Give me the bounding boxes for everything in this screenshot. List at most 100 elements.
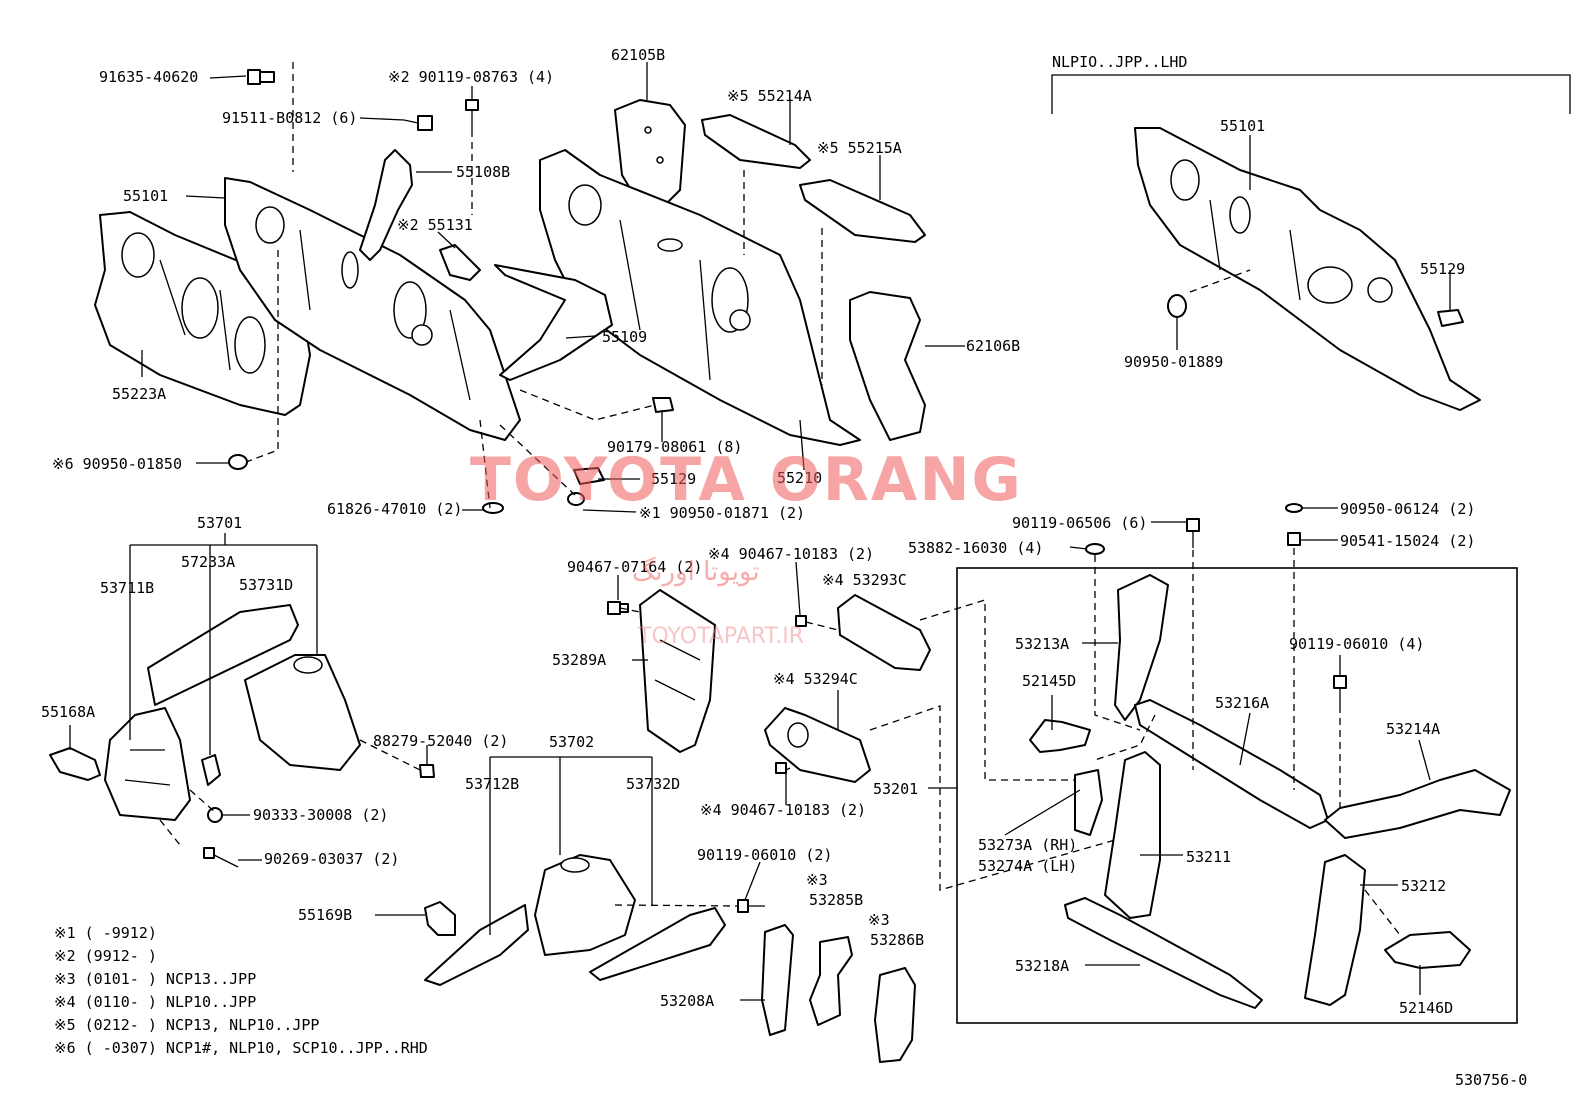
label-55214a: ※5 55214A [727, 87, 812, 105]
watermark-title: TOYOTA ORANG [470, 445, 1023, 515]
plug-55129-center-icon [573, 467, 605, 485]
label-53732d: 53732D [626, 775, 680, 793]
bolt-90467-10183-top-icon [795, 615, 807, 627]
label-53214a: 53214A [1386, 720, 1440, 738]
silencer-62106b [849, 291, 926, 441]
label-90179-08061: 90179-08061 (8) [607, 438, 742, 456]
support-lower-53218a [1064, 897, 1263, 1009]
screw-90269-icon [203, 847, 239, 868]
bracket-53293c [837, 594, 931, 671]
cover-55214a [701, 114, 811, 169]
plug-55129-right-icon [1437, 309, 1464, 327]
clip-90950-01871-icon [567, 492, 585, 506]
footnote-6: ※6 ( -0307) NCP1#, NLP10, SCP10..JPP..RH… [54, 1039, 428, 1057]
variant-bracket [1051, 74, 1571, 114]
leader-lines [69, 62, 1451, 1001]
label-91511-b0812: 91511-B0812 (6) [222, 109, 357, 127]
label-53208a: 53208A [660, 992, 714, 1010]
bolt-90467-10183-bottom-icon [775, 762, 787, 774]
label-90950-01850: ※6 90950-01850 [52, 455, 182, 473]
dash-insulator-55223a [94, 211, 311, 416]
nut-90541-icon [1287, 532, 1301, 546]
support-53211 [1104, 751, 1161, 919]
label-57233a: 57233A [181, 553, 235, 571]
diagram-id: 530756-0 [1455, 1071, 1527, 1089]
label-55223a: 55223A [112, 385, 166, 403]
support-upper-53216a [1134, 699, 1329, 829]
bracket-55168a [49, 747, 101, 781]
dash-panel-55210 [539, 149, 861, 446]
nut-88279-icon [419, 764, 435, 778]
screw-90119-08763-icon [465, 99, 479, 130]
screw-90119-06010-right-icon [1333, 675, 1347, 706]
clip-90950-01850-icon [228, 454, 248, 470]
bracket-55108b [359, 149, 413, 261]
bracket-57233a [201, 754, 221, 786]
label-90467-10183-top: ※4 90467-10183 (2) [708, 545, 874, 563]
support-53212 [1304, 854, 1366, 1006]
label-53882-16030: 53882-16030 (4) [908, 539, 1043, 557]
label-53701: 53701 [197, 514, 242, 532]
silencer-62105b [614, 99, 686, 206]
bracket-52146d [1384, 931, 1471, 969]
label-53711b: 53711B [100, 579, 154, 597]
label-53213a: 53213A [1015, 635, 1069, 653]
label-62105b: 62105B [611, 46, 665, 64]
dash-panel-55101-left [224, 177, 521, 441]
label-90269-03037: 90269-03037 (2) [264, 850, 399, 868]
label-90119-06010-center: 90119-06010 (2) [697, 846, 832, 864]
shroud-53289a [639, 589, 716, 753]
bracket-52145d [1029, 719, 1091, 753]
label-90541-15024: 90541-15024 (2) [1340, 532, 1475, 550]
label-90950-06124: 90950-06124 (2) [1340, 500, 1475, 518]
label-53218a: 53218A [1015, 957, 1069, 975]
label-53216a: 53216A [1215, 694, 1269, 712]
label-53201: 53201 [873, 780, 918, 798]
label-90119-06506: 90119-06506 (6) [1012, 514, 1147, 532]
label-55169b: 55169B [298, 906, 352, 924]
dash-panel-55101-right [1134, 127, 1481, 411]
variant-header: NLPIO..JPP..LHD [1052, 53, 1187, 71]
footnote-1: ※1 ( -9912) [54, 924, 157, 942]
apron-center-53701 [244, 654, 361, 771]
label-55109: 55109 [602, 328, 647, 346]
label-90119-06010-right: 90119-06010 (4) [1289, 635, 1424, 653]
label-55129-center: 55129 [651, 470, 696, 488]
watermark-persian: تویوتا اورنگ [632, 556, 760, 587]
label-53211: 53211 [1186, 848, 1231, 866]
label-55101-right: 55101 [1220, 117, 1265, 135]
apron-53732d [589, 907, 726, 981]
label-61826-47010: 61826-47010 (2) [327, 500, 462, 518]
label-90119-08763: ※2 90119-08763 (4) [388, 68, 554, 86]
bracket-53273a-53274a [1074, 769, 1103, 836]
clip-53882-icon [1085, 543, 1105, 555]
label-90467-07164: 90467-07164 (2) [567, 558, 702, 576]
plug-90333-icon [207, 807, 223, 823]
label-62106b: 62106B [966, 337, 1020, 355]
label-52146d: 52146D [1399, 999, 1453, 1017]
label-53293c: ※4 53293C [822, 571, 907, 589]
support-53213a [1114, 574, 1169, 721]
label-53274a: 53274A (LH) [978, 857, 1077, 875]
label-53289a: 53289A [552, 651, 606, 669]
bolt-90467-07164-icon [607, 601, 629, 615]
footnote-2: ※2 (9912- ) [54, 947, 157, 965]
dashed-lines [159, 62, 1401, 936]
bracket-53285b [809, 936, 853, 1026]
nut-90179-icon [652, 397, 674, 413]
bolt-91635-icon [247, 69, 275, 85]
apron-53711b [104, 707, 191, 821]
screw-90119-06506-icon [1186, 518, 1200, 548]
label-53702: 53702 [549, 733, 594, 751]
label-90950-01889: 90950-01889 [1124, 353, 1223, 371]
label-55129-right: 55129 [1420, 260, 1465, 278]
part-labels: 91635-40620 ※2 90119-08763 (4) 91511-B08… [41, 46, 1475, 1017]
clip-90950-01889-icon [1167, 294, 1187, 318]
brace-55109 [494, 264, 613, 381]
assembly-box-53201 [956, 567, 1518, 1024]
plate-53208a [761, 924, 794, 1036]
bracket-53286b [874, 967, 916, 1063]
label-52145d: 52145D [1022, 672, 1076, 690]
label-55168a: 55168A [41, 703, 95, 721]
label-55210: 55210 [777, 469, 822, 487]
